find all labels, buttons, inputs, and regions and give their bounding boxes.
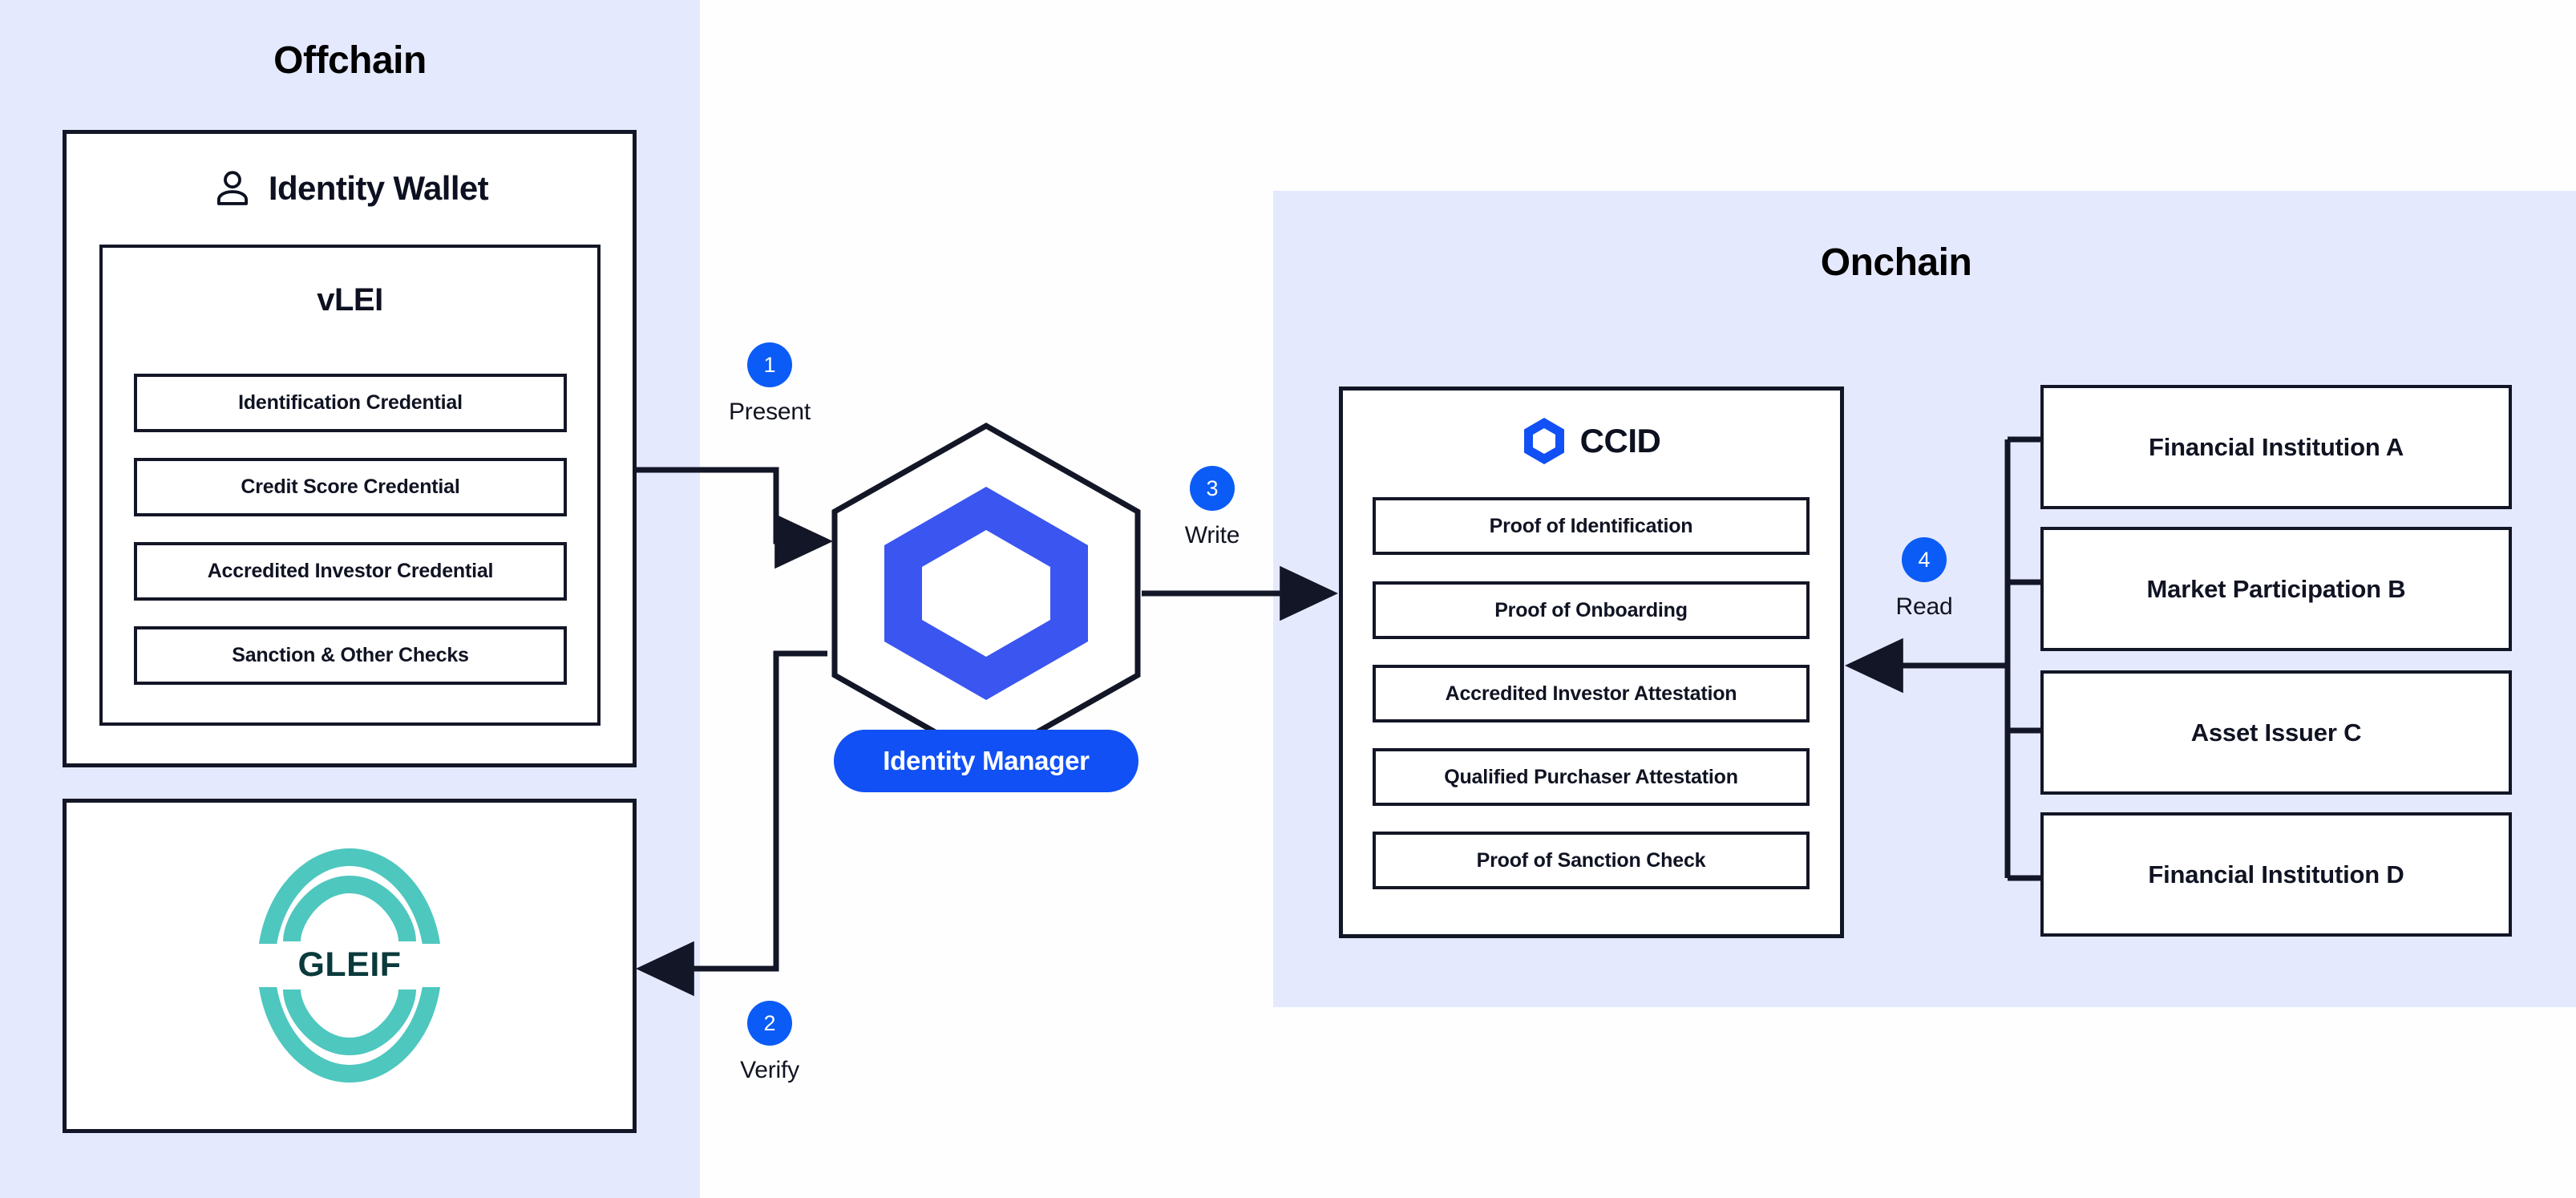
proof-item[interactable]: Proof of Sanction Check [1373, 832, 1810, 889]
credential-item[interactable]: Sanction & Other Checks [134, 626, 567, 685]
identity-wallet-header: Identity Wallet [63, 156, 637, 221]
hexagon-icon [1523, 418, 1564, 464]
credential-item[interactable]: Credit Score Credential [134, 458, 567, 516]
credential-item[interactable]: Accredited Investor Credential [134, 542, 567, 601]
connector-verify [635, 650, 827, 997]
vlei-title: vLEI [317, 282, 383, 318]
step-badge-3: 3 Write [1132, 466, 1292, 549]
step-number: 1 [747, 342, 792, 387]
participant-box[interactable]: Financial Institution A [2040, 385, 2512, 509]
person-icon [216, 171, 248, 205]
proof-item[interactable]: Proof of Identification [1373, 497, 1810, 555]
ccid-title: CCID [1579, 422, 1661, 459]
participant-box[interactable]: Financial Institution D [2040, 812, 2512, 937]
offchain-title: Offchain [273, 39, 427, 82]
step-badge-1: 1 Present [689, 342, 850, 426]
proof-item[interactable]: Accredited Investor Attestation [1373, 665, 1810, 722]
proof-item[interactable]: Proof of Onboarding [1373, 581, 1810, 639]
proof-item[interactable]: Qualified Purchaser Attestation [1373, 748, 1810, 806]
identity-wallet-title: Identity Wallet [268, 169, 489, 207]
onchain-title: Onchain [1820, 241, 1972, 284]
step-number: 2 [747, 1001, 792, 1046]
step-label: Write [1184, 522, 1240, 548]
credential-item[interactable]: Identification Credential [134, 374, 567, 432]
identity-manager-pill[interactable]: Identity Manager [834, 730, 1138, 792]
step-badge-2: 2 Verify [689, 1001, 850, 1084]
step-number: 3 [1190, 466, 1235, 511]
step-label: Read [1895, 593, 1953, 620]
gleif-logo-icon [253, 848, 446, 1083]
step-label: Present [729, 399, 811, 425]
identity-manager-hexagon [831, 422, 1141, 765]
ccid-header: CCID [1339, 409, 1844, 473]
participant-box[interactable]: Asset Issuer C [2040, 670, 2512, 795]
step-label: Verify [740, 1057, 799, 1083]
step-badge-4: 4 Read [1844, 537, 2004, 621]
gleif-wordmark: GLEIF [297, 945, 402, 984]
step-number: 4 [1902, 537, 1947, 582]
participant-box[interactable]: Market Participation B [2040, 527, 2512, 651]
connector-present [637, 467, 834, 569]
